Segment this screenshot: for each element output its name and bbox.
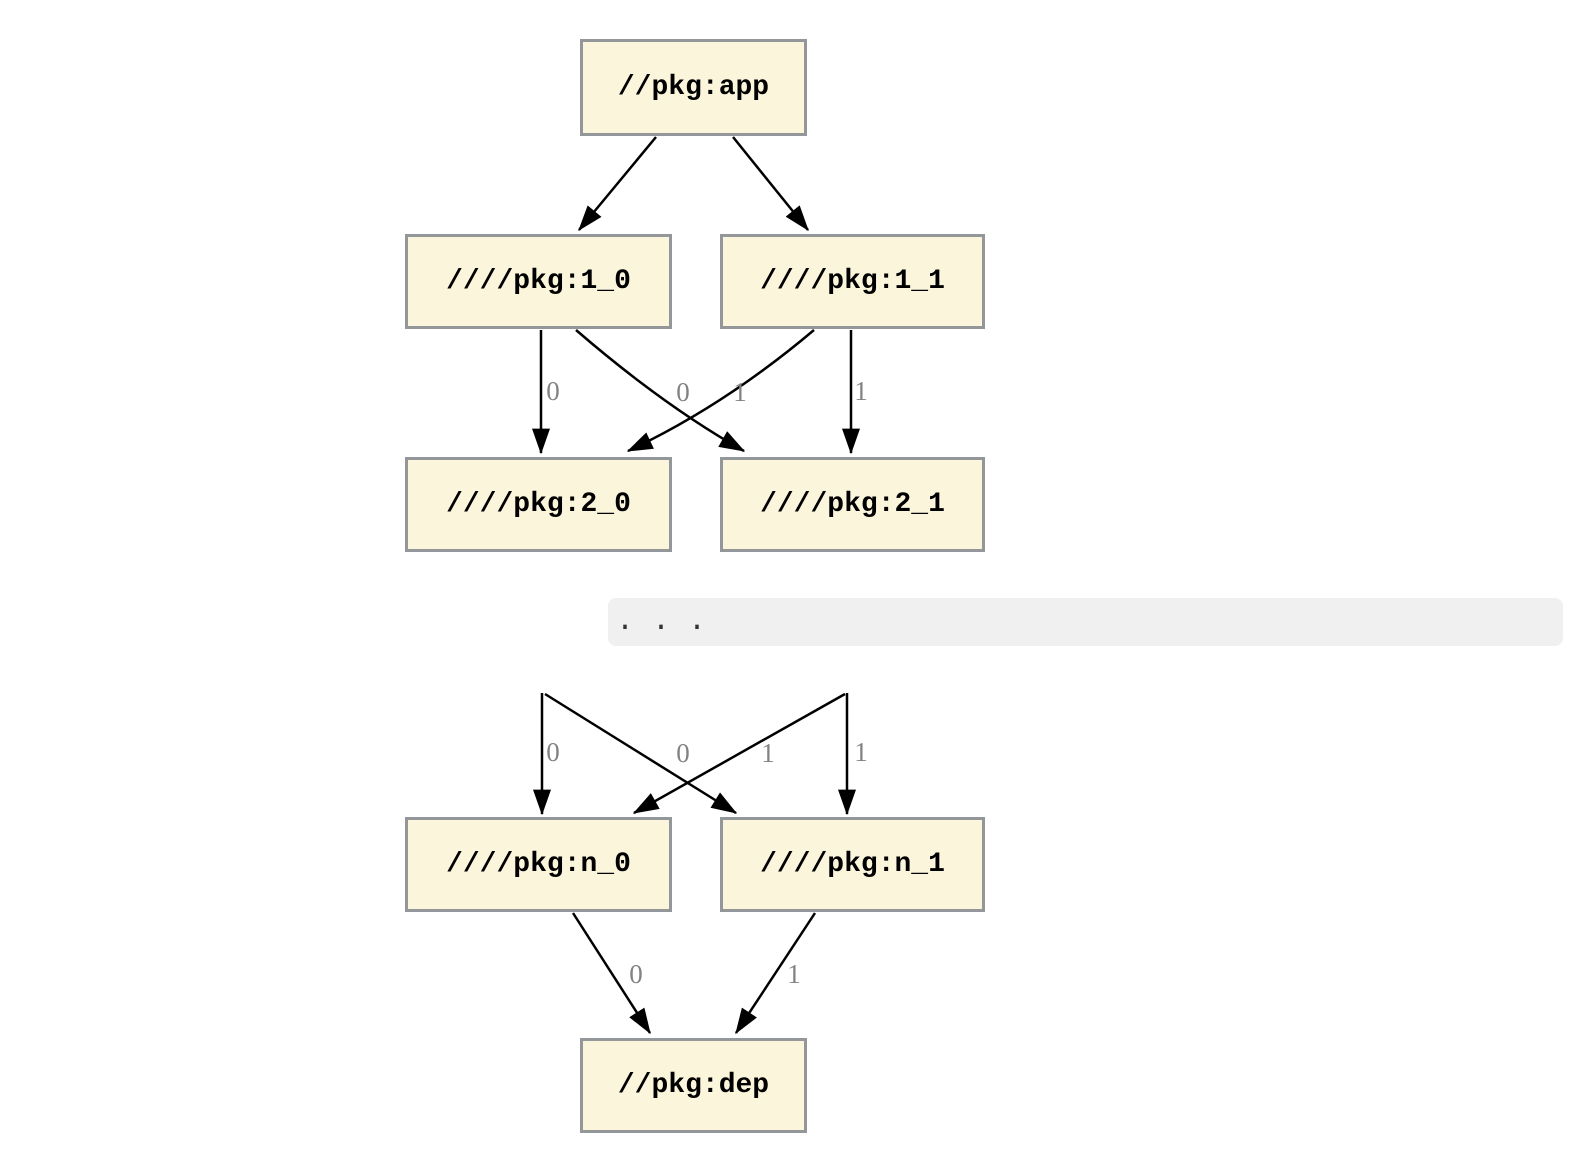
ellipsis-row: . . . bbox=[608, 598, 1563, 646]
node-pkg-2_1: ////pkg:2_1 bbox=[720, 457, 985, 552]
node-pkg-n_1-label: ////pkg:n_1 bbox=[760, 849, 945, 880]
edge-1_1-to-2_0 bbox=[626, 329, 815, 453]
node-pkg-2_1-label: ////pkg:2_1 bbox=[760, 489, 945, 520]
node-pkg-dep-label: //pkg:dep bbox=[617, 1070, 770, 1101]
edge-label-dots-n_0-cross: 0 bbox=[676, 738, 690, 768]
edge-n_0-to-dep bbox=[571, 912, 652, 1035]
node-pkg-1_1-label: ////pkg:1_1 bbox=[760, 266, 945, 297]
edge-app-to-1_0 bbox=[578, 136, 657, 231]
edge-n_1-to-dep bbox=[734, 912, 817, 1035]
ellipsis-text: . . . bbox=[616, 605, 707, 639]
node-pkg-n_1: ////pkg:n_1 bbox=[720, 817, 985, 912]
edge-label-n_0-dep: 0 bbox=[629, 959, 643, 989]
node-pkg-dep: //pkg:dep bbox=[580, 1038, 807, 1133]
node-pkg-1_1: ////pkg:1_1 bbox=[720, 234, 985, 329]
node-pkg-2_0-label: ////pkg:2_0 bbox=[446, 489, 631, 520]
node-pkg-app-label: //pkg:app bbox=[617, 72, 770, 103]
node-pkg-1_0-label: ////pkg:1_0 bbox=[446, 266, 631, 297]
node-pkg-2_0: ////pkg:2_0 bbox=[405, 457, 672, 552]
node-pkg-n_0-label: ////pkg:n_0 bbox=[446, 849, 631, 880]
node-pkg-1_0: ////pkg:1_0 bbox=[405, 234, 672, 329]
edge-label-1_1-2_0: 0 bbox=[676, 377, 690, 407]
edge-label-1_1-2_1: 1 bbox=[854, 376, 868, 406]
edge-label-dots-n_1-cross: 1 bbox=[761, 738, 775, 768]
node-pkg-app: //pkg:app bbox=[580, 39, 807, 136]
edge-app-to-1_1 bbox=[732, 136, 809, 232]
edge-label-dots-n_1-straight: 1 bbox=[854, 737, 868, 767]
edge-label-dots-n_0-straight: 0 bbox=[546, 737, 560, 767]
edge-1_0-to-2_1 bbox=[575, 329, 746, 453]
edge-dots-to-n_0-cross bbox=[632, 692, 846, 815]
edge-label-n_1-dep: 1 bbox=[787, 959, 801, 989]
edge-label-1_0-2_0: 0 bbox=[546, 376, 560, 406]
edge-dots-to-n_1-cross bbox=[544, 692, 738, 815]
edge-label-1_0-2_1: 1 bbox=[733, 377, 747, 407]
node-pkg-n_0: ////pkg:n_0 bbox=[405, 817, 672, 912]
